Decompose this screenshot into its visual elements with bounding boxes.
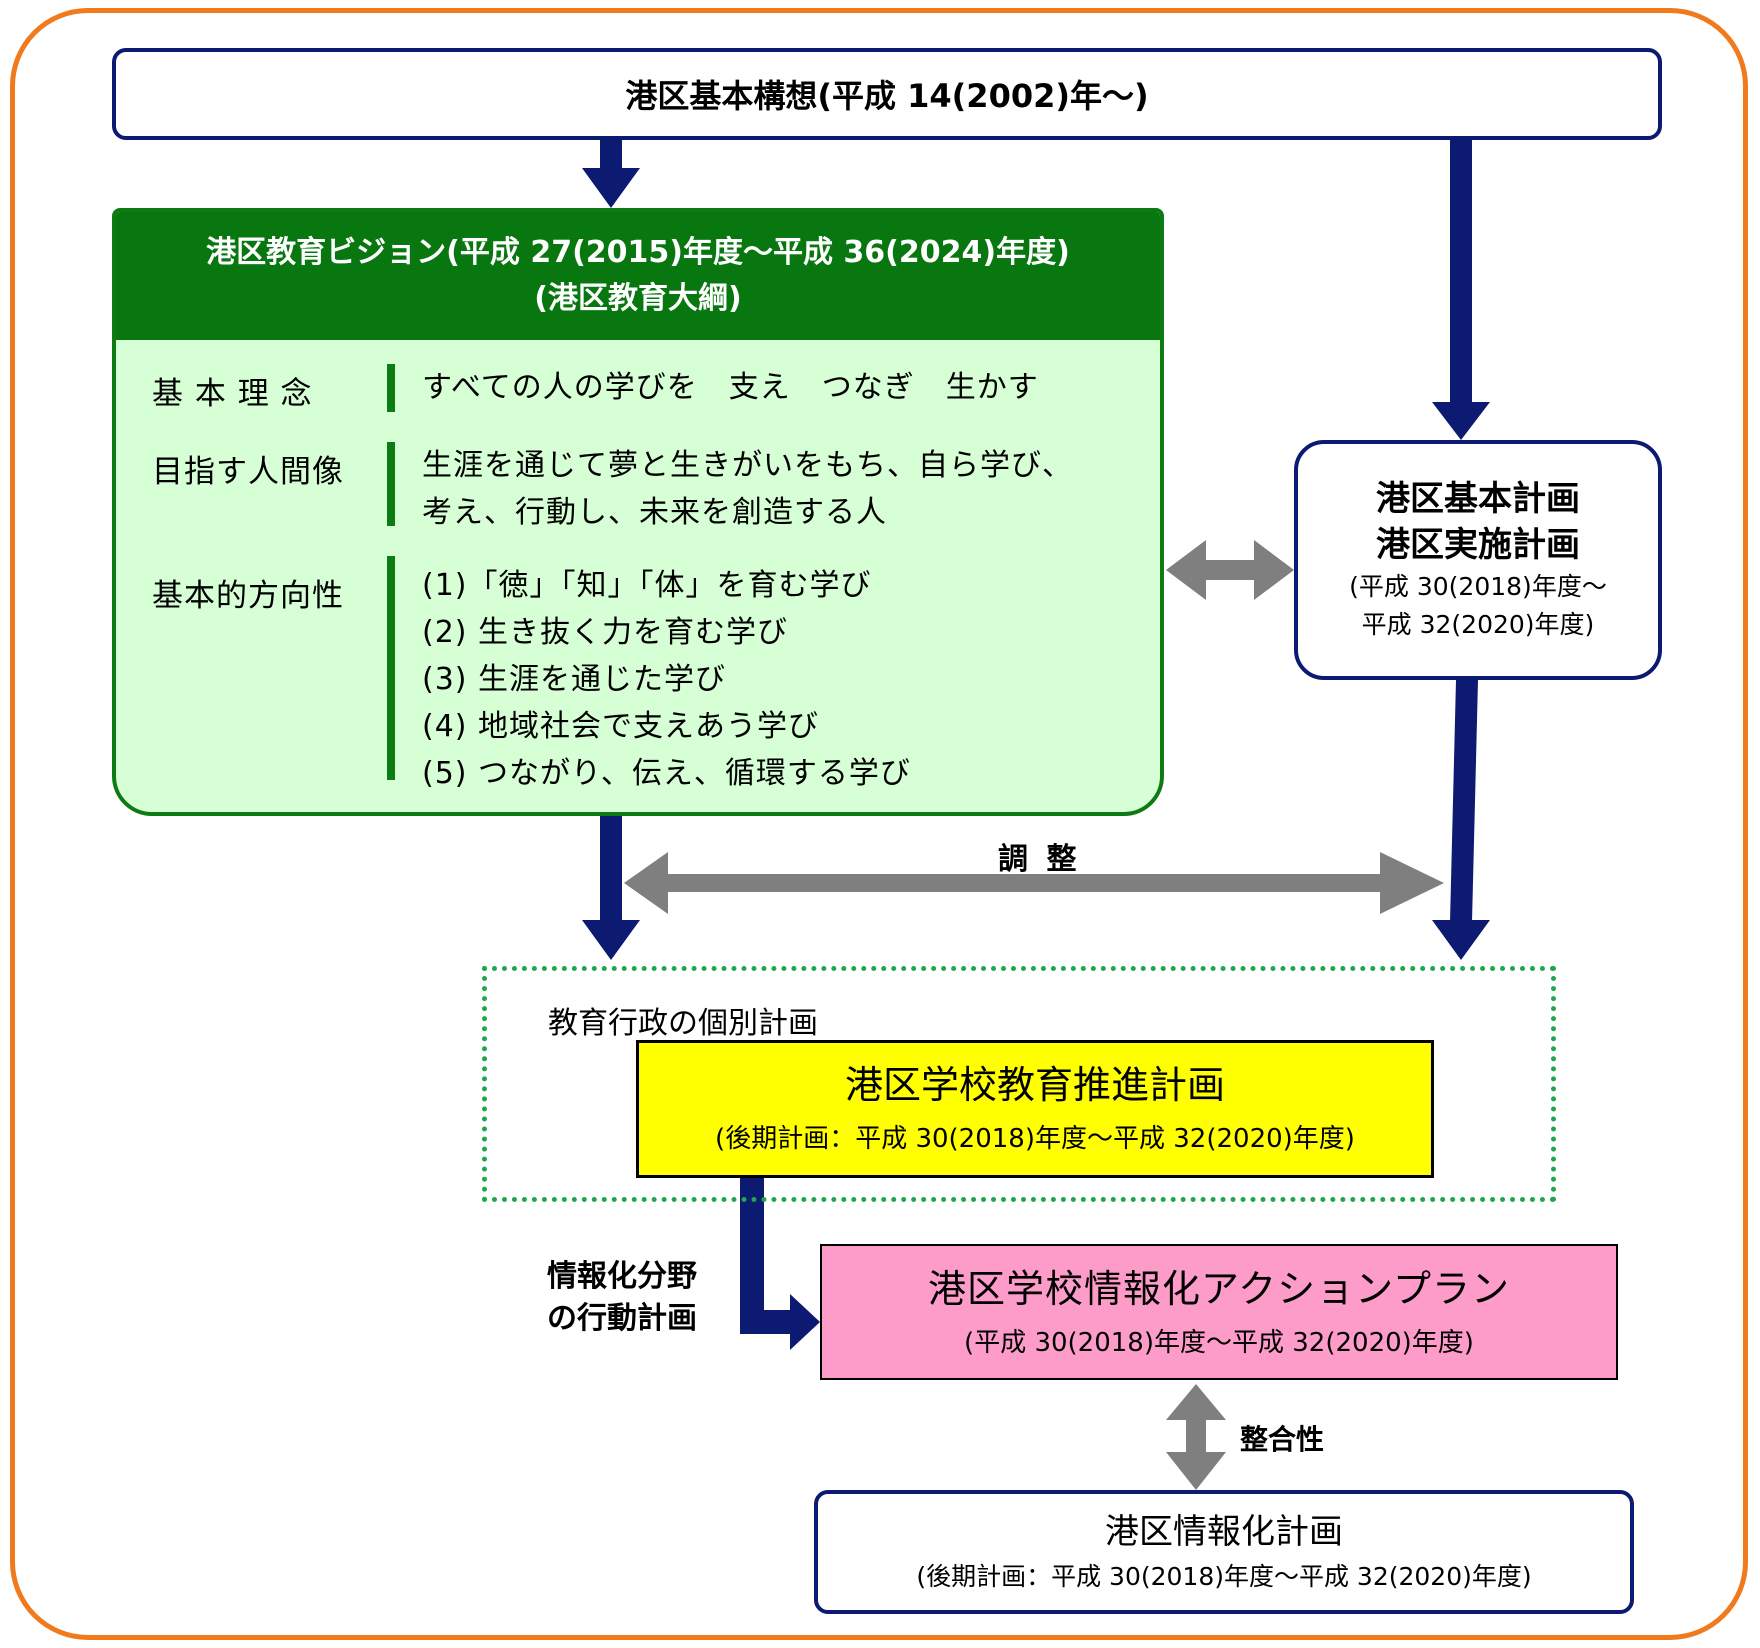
vision-line: 考え、行動し、未来を創造する人 bbox=[422, 495, 887, 530]
vision-text-ideal-person: 生涯を通じて夢と生きがいをもち、自ら学び、 考え、行動し、未来を創造する人 bbox=[422, 442, 1073, 536]
plan-period-start: (平成 30(2018)年度～ bbox=[1349, 572, 1607, 601]
consistency-label: 整合性 bbox=[1240, 1423, 1325, 1456]
school-education-plan-title: 港区学校教育推進計画 bbox=[844, 1063, 1225, 1107]
individual-plans-label: 教育行政の個別計画 bbox=[548, 1006, 818, 1041]
implementation-plan-title: 港区実施計画 bbox=[1376, 525, 1580, 565]
basic-plan-title: 港区基本計画 bbox=[1376, 479, 1580, 519]
action-plan-title: 港区学校情報化アクションプラン bbox=[928, 1267, 1510, 1311]
vision-line: (2) 生き抜く力を育む学び bbox=[422, 615, 789, 650]
arrow-consistency bbox=[1166, 1384, 1226, 1490]
education-vision-title: 港区教育ビジョン(平成 27(2015)年度～平成 36(2024)年度) bbox=[206, 235, 1070, 270]
vision-label-philosophy: 基 本 理 念 bbox=[152, 376, 313, 412]
basic-plan-box: 港区基本計画 港区実施計画 (平成 30(2018)年度～ 平成 32(2020… bbox=[1294, 440, 1662, 680]
education-vision-header: 港区教育ビジョン(平成 27(2015)年度～平成 36(2024)年度) (港… bbox=[116, 212, 1160, 340]
arrow-basic-to-plan bbox=[1432, 140, 1490, 440]
vision-line: すべての人の学びを 支え つなぎ 生かす bbox=[422, 370, 1039, 405]
vision-line: (5) つながり、伝え、循環する学び bbox=[422, 756, 911, 791]
vision-line: (4) 地域社会で支えあう学び bbox=[422, 709, 820, 744]
arrow-vision-plan-link bbox=[1166, 540, 1294, 600]
arrow-plan-to-individual bbox=[1432, 680, 1490, 960]
action-label-line: 情報化分野 bbox=[547, 1259, 697, 1294]
basic-concept-title: 港区基本構想(平成 14(2002)年～) bbox=[625, 77, 1149, 115]
vision-line: (1)「徳」「知」「体」を育む学び bbox=[422, 568, 872, 603]
basic-concept-box: 港区基本構想(平成 14(2002)年～) bbox=[112, 48, 1662, 140]
school-education-plan-period: (後期計画：平成 30(2018)年度～平成 32(2020)年度) bbox=[715, 1124, 1355, 1154]
vision-label-ideal-person: 目指す人間像 bbox=[152, 454, 344, 490]
vision-divider bbox=[387, 442, 395, 526]
arrow-adjust bbox=[624, 852, 1444, 914]
vision-divider bbox=[387, 556, 395, 780]
action-label: 情報化分野 の行動計画 bbox=[530, 1256, 714, 1340]
informatization-plan-title: 港区情報化計画 bbox=[1105, 1512, 1343, 1552]
arrow-school-to-action bbox=[740, 1178, 820, 1350]
school-education-plan-box: 港区学校教育推進計画 (後期計画：平成 30(2018)年度～平成 32(202… bbox=[636, 1040, 1434, 1178]
education-vision-box: 港区教育ビジョン(平成 27(2015)年度～平成 36(2024)年度) (港… bbox=[112, 208, 1164, 816]
vision-line: (3) 生涯を通じた学び bbox=[422, 662, 727, 697]
informatization-plan-period: (後期計画：平成 30(2018)年度～平成 32(2020)年度) bbox=[916, 1562, 1532, 1591]
outer-frame bbox=[10, 8, 1748, 1640]
vision-text-direction: (1)「徳」「知」「体」を育む学び (2) 生き抜く力を育む学び (3) 生涯を… bbox=[422, 562, 911, 797]
action-plan-period: (平成 30(2018)年度～平成 32(2020)年度) bbox=[964, 1328, 1474, 1358]
vision-text-philosophy: すべての人の学びを 支え つなぎ 生かす bbox=[422, 364, 1039, 411]
arrow-vision-to-individual bbox=[582, 816, 640, 960]
individual-plans-frame bbox=[482, 966, 1556, 1202]
education-vision-subtitle: (港区教育大綱) bbox=[534, 281, 742, 316]
vision-label-direction: 基本的方向性 bbox=[152, 578, 344, 614]
action-plan-box: 港区学校情報化アクションプラン (平成 30(2018)年度～平成 32(202… bbox=[820, 1244, 1618, 1380]
vision-line: 生涯を通じて夢と生きがいをもち、自ら学び、 bbox=[422, 448, 1073, 483]
informatization-plan-box: 港区情報化計画 (後期計画：平成 30(2018)年度～平成 32(2020)年… bbox=[814, 1490, 1634, 1614]
arrow-basic-to-vision bbox=[582, 140, 640, 208]
adjust-label: 調 整 bbox=[998, 842, 1081, 877]
vision-divider bbox=[387, 364, 395, 412]
action-label-line: の行動計画 bbox=[547, 1301, 697, 1336]
plan-period-end: 平成 32(2020)年度) bbox=[1361, 610, 1595, 639]
